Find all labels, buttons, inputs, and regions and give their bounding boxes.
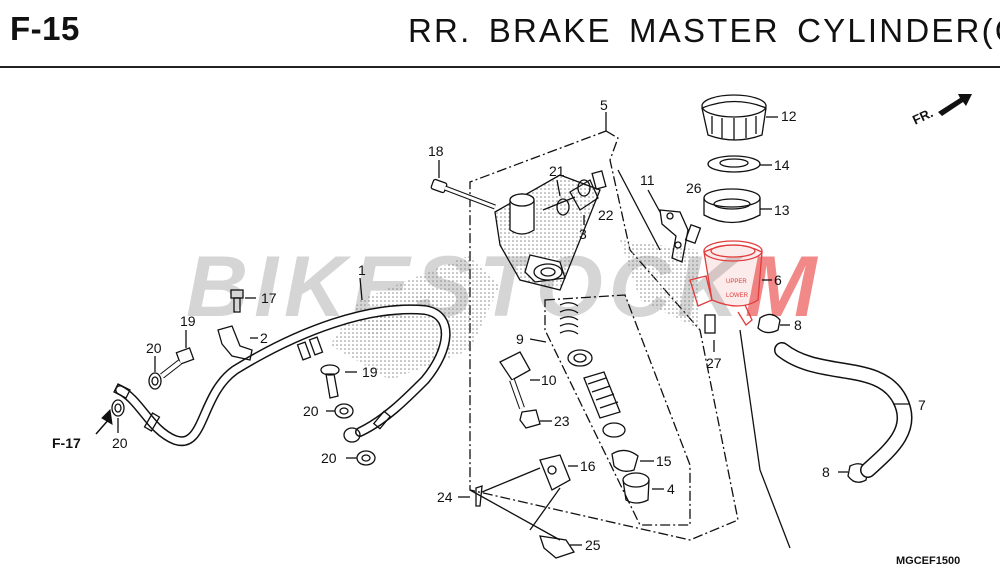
clip-8-upper [757,313,781,334]
joint-16 [539,454,571,491]
callout-21: 21 [549,163,565,179]
front-direction-arrow [938,94,972,116]
callout-9: 9 [516,331,524,347]
page-header: F-15 RR. BRAKE MASTER CYLINDER(CE [0,0,1000,66]
callout-10: 10 [541,372,557,388]
bolt-18 [430,178,496,210]
cross-reference-arrow [95,408,113,435]
callout-20-low: 20 [321,450,337,466]
reservoir-cap-12 [701,94,767,141]
plate-14 [707,155,761,173]
callout-26: 26 [686,180,702,196]
bracket-11 [659,209,689,263]
callout-12: 12 [781,108,797,124]
diaphragm-13 [703,188,761,224]
clip-8-lower [847,463,869,483]
washer-20-d [356,450,376,466]
callout-5: 5 [600,97,608,113]
pushrod-10 [499,351,531,410]
callout-19-left: 19 [180,313,196,329]
parts-diagram: UPPER LOWER [95,94,913,559]
callout-11: 11 [640,172,655,188]
callout-25: 25 [585,537,601,553]
cotter-pin-24 [475,485,483,507]
washer-20-a [148,372,162,390]
callout-8-lower: 8 [822,464,830,480]
master-cylinder-body [494,174,601,291]
clip-25 [539,535,576,559]
bolt-19-a [160,347,195,379]
washer-20-c [334,403,354,419]
bushing-4 [622,472,650,504]
svg-text:LOWER: LOWER [726,293,749,299]
callout-3: 3 [579,226,587,242]
callout-15: 15 [656,453,672,469]
bolt-17 [230,289,244,313]
joint-3 [569,179,599,211]
callout-20-bottom-left: 20 [112,435,128,451]
reservoir-6: UPPER LOWER [689,240,763,326]
spring-9 [559,302,579,335]
callout-22: 22 [598,207,614,223]
callout-20-top: 20 [146,340,162,356]
callout-8-upper: 8 [794,317,802,333]
callout-19-right: 19 [362,364,378,380]
bolt-26 [684,223,702,245]
catalog-code: MGCEF1500 [896,555,961,567]
callout-27: 27 [706,355,722,371]
callout-7: 7 [918,397,926,413]
washer-20-b [111,399,125,417]
callout-4: 4 [667,481,675,497]
bolt-27 [704,314,716,334]
callout-24: 24 [437,489,453,505]
screw-22 [591,170,607,190]
callout-16: 16 [580,458,596,474]
header-rule [0,66,1000,68]
piston [583,371,621,419]
callout-17: 17 [261,290,277,306]
callout-13: 13 [774,202,790,218]
seal-kit-frame [544,294,691,526]
bolt-19-b [320,364,340,399]
assembly-frame-5 [469,130,739,541]
callout-18: 18 [428,143,444,159]
callout-2: 2 [260,330,268,346]
cross-reference-label: F-17 [52,435,81,451]
callout-6: 6 [774,272,782,288]
svg-text:UPPER: UPPER [726,279,747,285]
callout-20-mid: 20 [303,403,319,419]
nut-23 [519,409,541,429]
clamp-2 [217,325,253,361]
piston-cup [567,349,593,367]
seal [602,422,626,438]
callout-23: 23 [554,413,570,429]
page-title: RR. BRAKE MASTER CYLINDER(CE [408,12,1000,49]
callout-1: 1 [358,262,366,278]
page-code: F-15 [10,10,80,47]
callout-14: 14 [774,157,790,173]
oring-21 [556,198,570,216]
boot-15 [611,449,639,472]
